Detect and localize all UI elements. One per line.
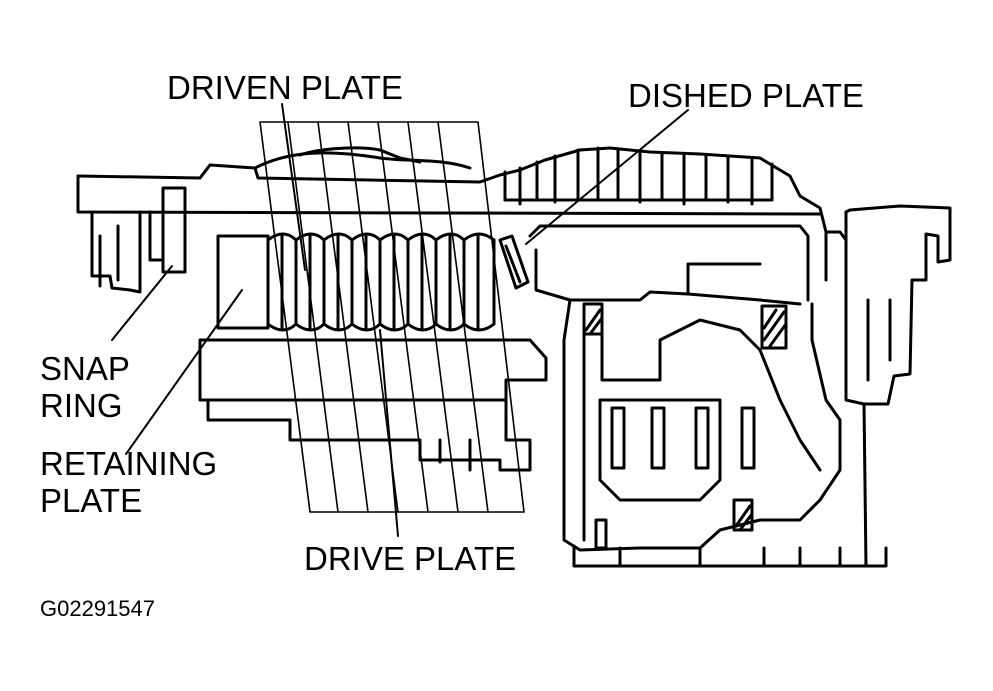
snap-ring-leader xyxy=(111,265,173,341)
retaining-plate-label-line1: RETAINING xyxy=(40,445,218,482)
driven-plate-label: DRIVEN PLATE xyxy=(167,69,403,106)
clutch-hub xyxy=(198,338,548,472)
leader-lines xyxy=(111,103,689,537)
piston-housing xyxy=(528,224,842,552)
retaining-plate-leader xyxy=(125,289,243,455)
snap-ring-label-line1: SNAP xyxy=(40,350,130,387)
drive-plate-leader xyxy=(379,329,399,537)
dished-plate-label: DISHED PLATE xyxy=(628,77,864,114)
bottom-base xyxy=(572,518,888,568)
clutch-pack xyxy=(266,232,530,332)
dished-plate-shape xyxy=(498,234,530,290)
input-shaft-section xyxy=(90,186,187,294)
dished-plate-leader xyxy=(525,109,689,245)
snap-ring-label-line2: RING xyxy=(40,387,123,424)
plate-projection-lines xyxy=(259,121,525,513)
clutch-drum-housing xyxy=(76,146,828,282)
figure-id: G02291547 xyxy=(40,596,155,621)
right-housing xyxy=(824,204,952,568)
snap-ring-shape xyxy=(161,186,187,274)
driven-plate-leader xyxy=(281,103,306,271)
retaining-plate-label-line2: PLATE xyxy=(40,482,143,519)
drive-plate-label: DRIVE PLATE xyxy=(304,540,517,577)
